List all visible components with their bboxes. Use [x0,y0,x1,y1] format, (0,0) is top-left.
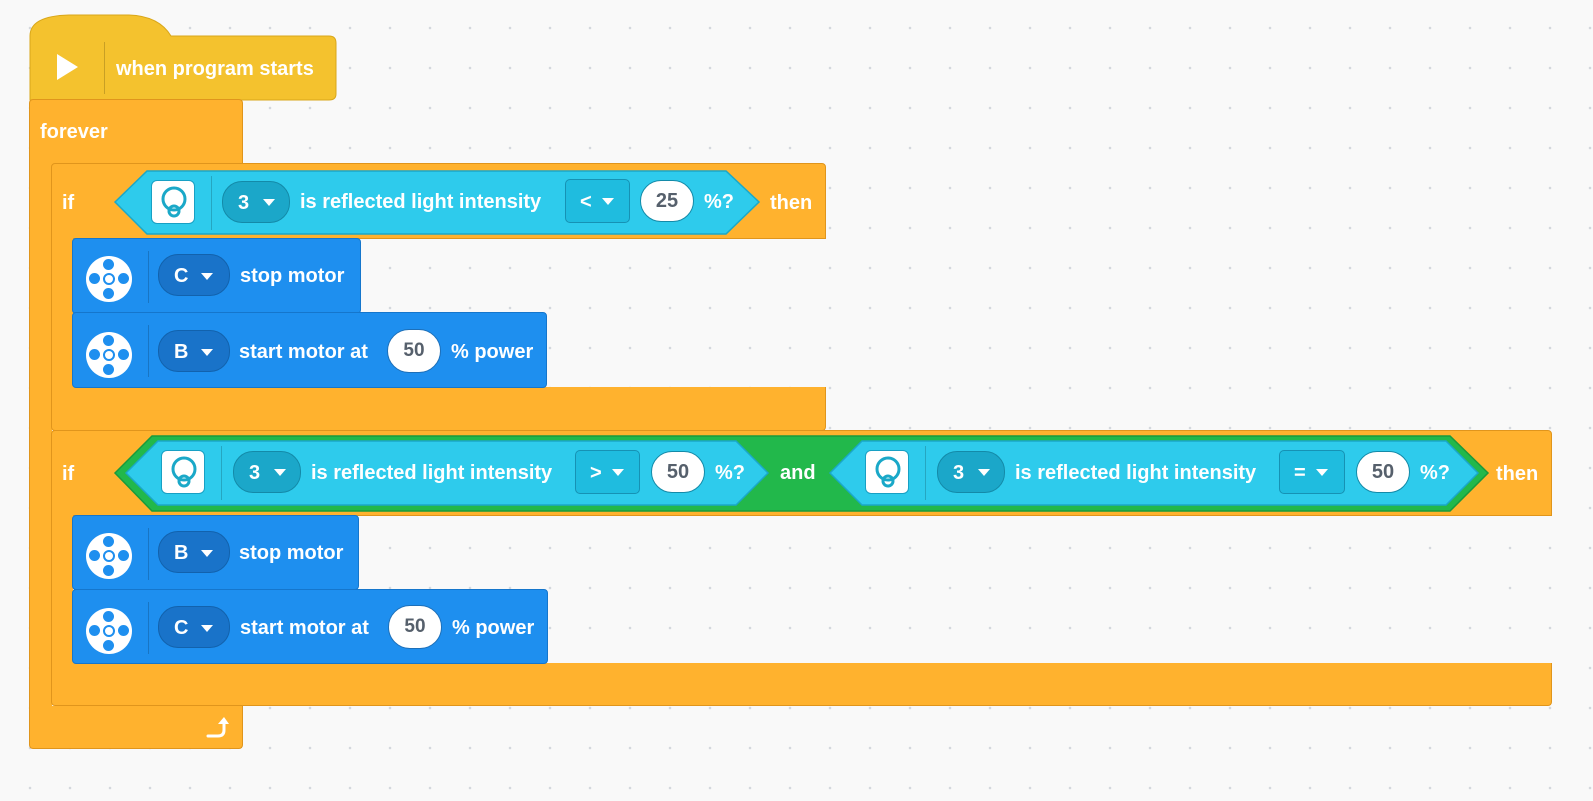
sensor-divider [925,446,926,500]
power-input[interactable]: 50 [387,329,441,373]
chevron-down-icon [274,469,286,476]
motor-icon [86,533,132,579]
motor-divider [148,528,149,580]
loop-arrow-icon [206,717,229,738]
chevron-down-icon [201,349,213,356]
start-block-divider [104,42,105,94]
chevron-down-icon [201,625,213,632]
sensor-text: is reflected light intensity [1015,462,1257,484]
motor-divider [148,325,149,377]
motor-divider [148,602,149,654]
chevron-down-icon [602,198,614,205]
port-dropdown[interactable]: 3 [937,451,1005,493]
and-label: and [780,462,816,484]
power-input[interactable]: 50 [388,605,442,649]
sensor-divider [221,446,222,500]
motor-icon [86,256,132,302]
forever-block-top[interactable]: forever [29,99,243,165]
forever-block-arm [29,164,52,708]
chevron-down-icon [201,550,213,557]
motor-block-stop-2[interactable]: B stop motor [72,515,359,590]
port-dropdown[interactable]: 3 [233,451,301,493]
chevron-down-icon [1316,469,1328,476]
color-sensor-icon [151,180,195,224]
sensor-text: is reflected light intensity [300,191,542,213]
chevron-down-icon [978,469,990,476]
value-input[interactable]: 50 [1356,451,1410,493]
power-suffix-label: % power [452,617,535,639]
if-block-1-footer [51,387,826,431]
stop-motor-label: stop motor [240,265,345,287]
start-motor-label: start motor at [239,341,368,363]
port-dropdown[interactable]: C [158,606,230,648]
stop-motor-label: stop motor [239,542,344,564]
motor-divider [148,251,149,303]
if-block-2-footer [51,663,1552,706]
then-label: then [1496,463,1539,485]
operator-dropdown[interactable]: > [575,450,640,494]
sensor-text: is reflected light intensity [311,462,553,484]
unit-label: %? [704,191,734,213]
power-suffix-label: % power [451,341,534,363]
value-input[interactable]: 50 [651,451,705,493]
motor-icon [86,608,132,654]
color-sensor-icon [865,450,909,494]
color-sensor-icon [161,450,205,494]
forever-block-bottom[interactable] [29,706,243,749]
chevron-down-icon [201,273,213,280]
port-dropdown[interactable]: 3 [222,181,290,223]
start-motor-label: start motor at [240,617,369,639]
unit-label: %? [715,462,745,484]
port-dropdown[interactable]: B [158,330,230,372]
operator-dropdown[interactable]: < [565,179,630,223]
forever-label: forever [40,121,108,143]
start-block[interactable]: when program starts [30,36,336,100]
motor-block-start-2[interactable]: C start motor at 50 % power [72,589,548,664]
port-dropdown[interactable]: C [158,254,230,296]
if-block-1-arm [51,238,73,388]
value-input[interactable]: 25 [640,180,694,222]
motor-block-start-1[interactable]: B start motor at 50 % power [72,312,547,388]
if-label: if [62,463,75,485]
motor-icon [86,332,132,378]
if-label: if [62,192,75,214]
sensor-divider [211,176,212,230]
operator-dropdown[interactable]: = [1279,450,1345,494]
start-block-label: when program starts [116,58,314,80]
then-label: then [770,192,813,214]
play-icon [57,54,78,80]
start-block-hat [29,14,337,101]
if-block-2-arm [51,515,73,665]
motor-block-stop-1[interactable]: C stop motor [72,238,361,314]
chevron-down-icon [263,199,275,206]
port-dropdown[interactable]: B [158,531,230,573]
unit-label: %? [1420,462,1450,484]
chevron-down-icon [612,469,624,476]
